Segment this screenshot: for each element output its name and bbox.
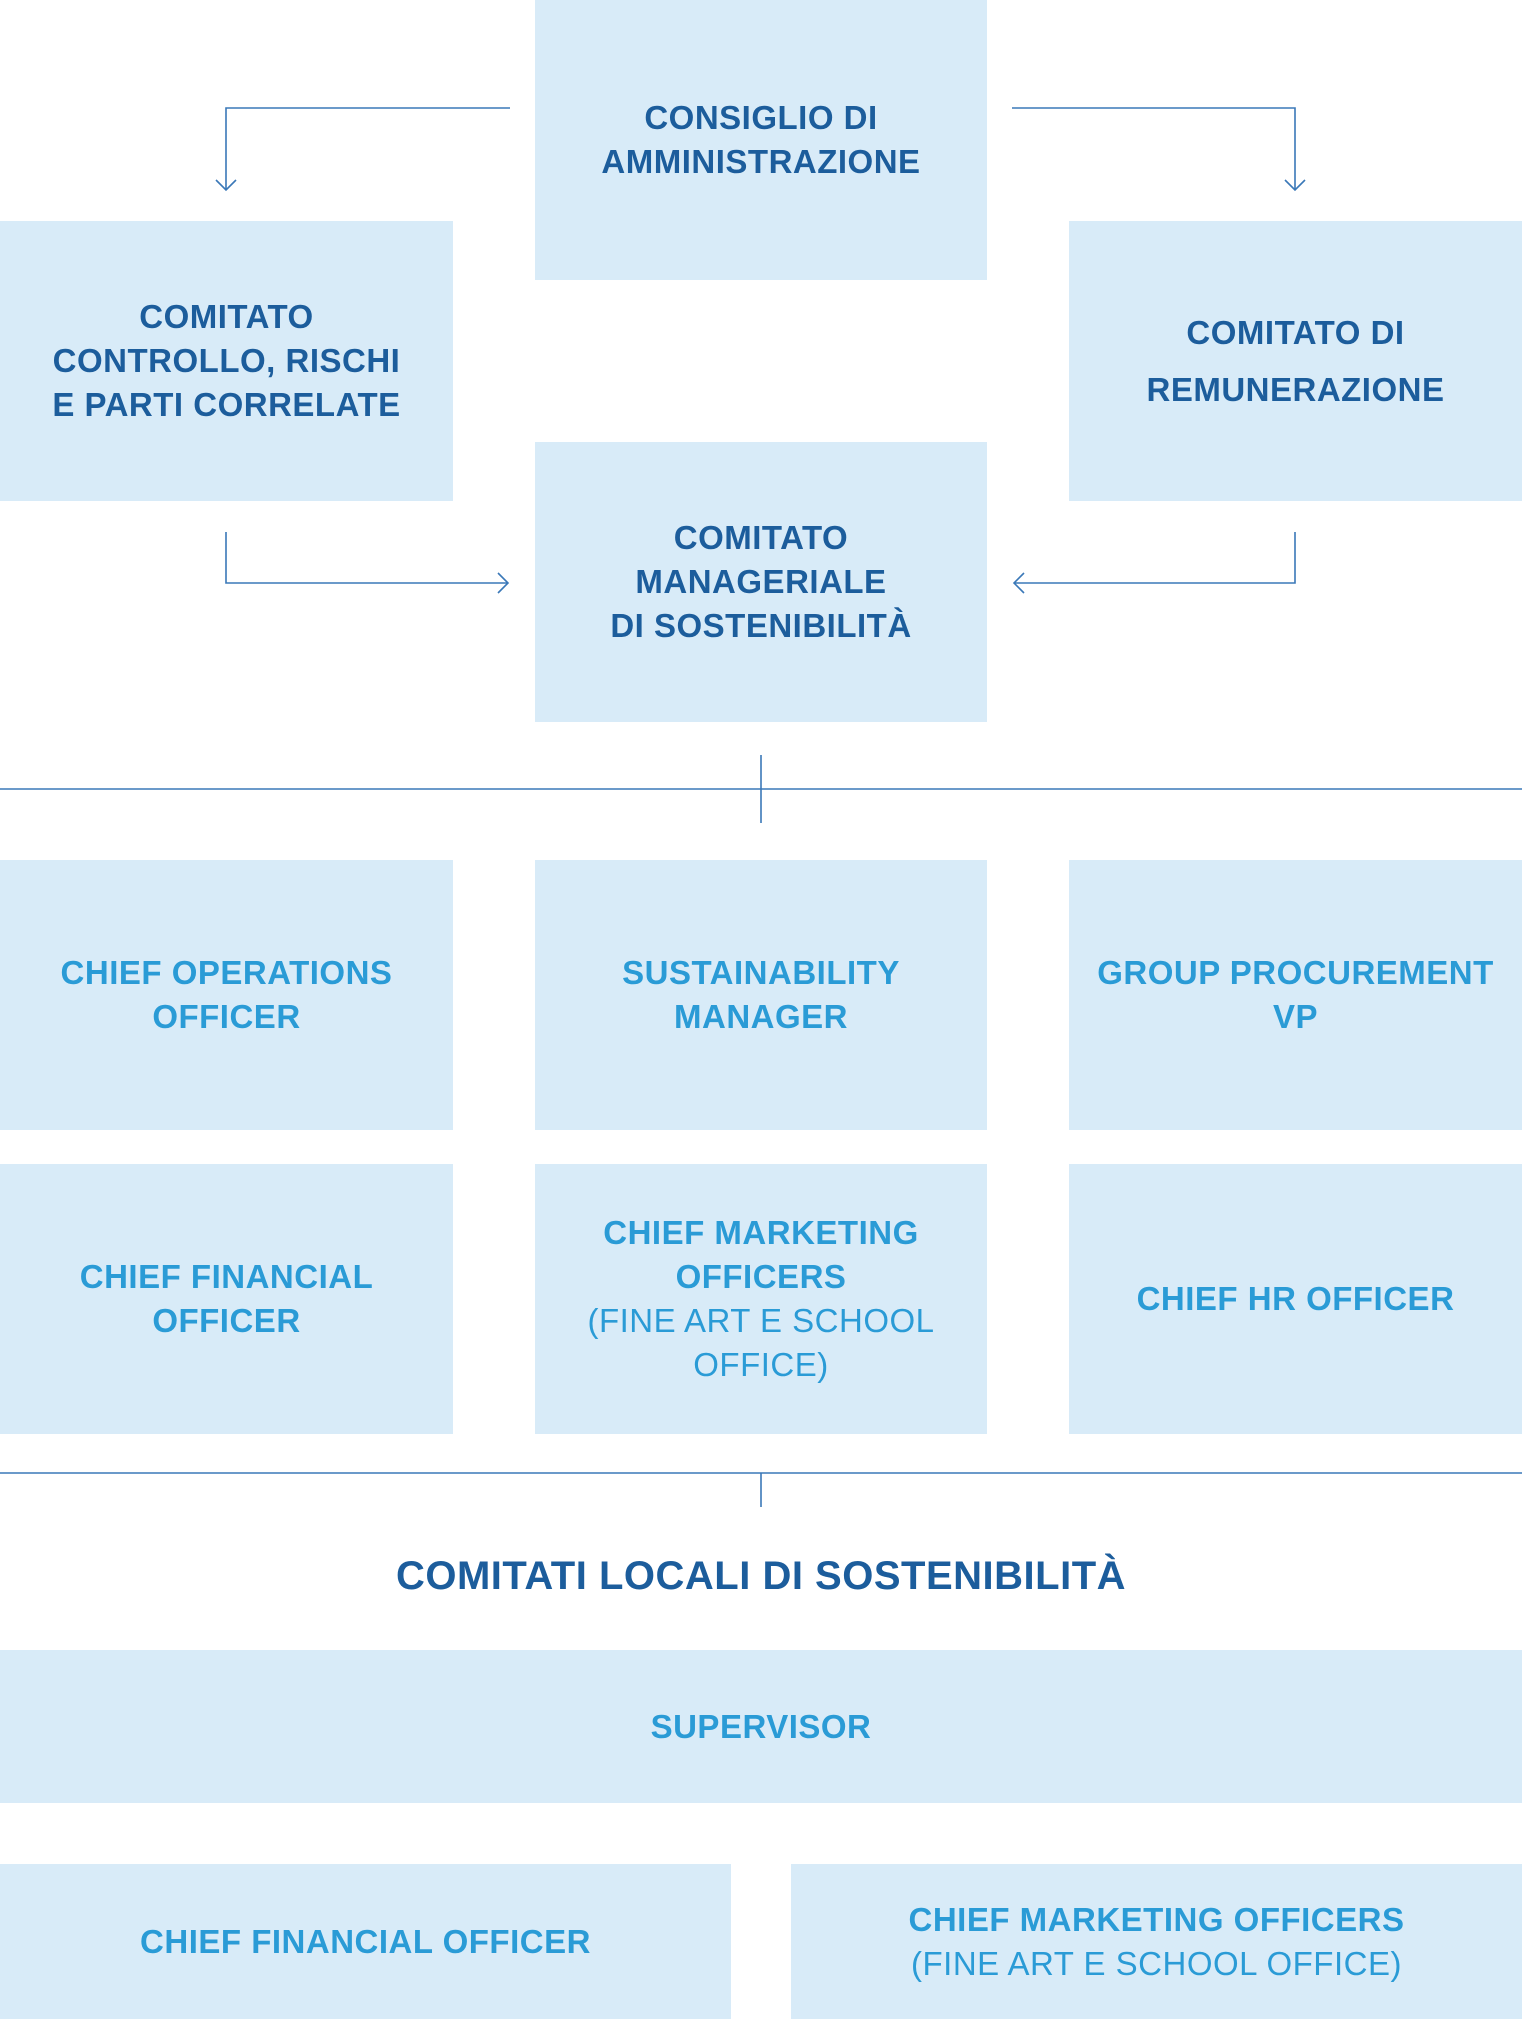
arrowhead-down-left	[215, 179, 237, 192]
local-cfo-box: CHIEF FINANCIAL OFFICER	[0, 1864, 731, 2019]
arrowhead-down-right	[1284, 179, 1306, 192]
local-cmo-label: CHIEF MARKETING OFFICERS	[908, 1900, 1405, 1938]
member-cfo-line-2: OFFICER	[152, 1302, 301, 1339]
control-committee-line-3: E PARTI CORRELATE	[52, 386, 401, 423]
local-committees-heading: COMITATI LOCALI DI SOSTENIBILITÀ	[395, 1554, 1127, 1598]
arrow-control-to-sustainability	[225, 532, 508, 584]
sustainability-line-2: MANAGERIALE	[635, 563, 887, 600]
member-cmo-line-2: OFFICERS	[675, 1258, 847, 1295]
sustainability-committee-box: COMITATO MANAGERIALE DI SOSTENIBILITÀ	[535, 442, 987, 722]
arrowhead-right	[497, 572, 510, 594]
member-hr-line-1: CHIEF HR OFFICER	[1136, 1280, 1455, 1317]
member-sm-line-1: SUSTAINABILITY	[622, 954, 900, 991]
arrowhead-left	[1012, 572, 1025, 594]
member-cmo-line-1: CHIEF MARKETING	[603, 1214, 919, 1251]
member-cmo-sub-2: OFFICE)	[693, 1346, 829, 1383]
member-box-sustainability-manager: SUSTAINABILITY MANAGER	[535, 860, 987, 1130]
local-cmo-box: CHIEF MARKETING OFFICERS (FINE ART E SCH…	[791, 1864, 1522, 2019]
arrow-board-to-remuneration	[1012, 107, 1296, 190]
control-committee-line-2: CONTROLLO, RISCHI	[52, 342, 401, 379]
remuneration-line-1: COMITATO DI	[1186, 314, 1405, 351]
board-label: CONSIGLIO DI AMMINISTRAZIONE	[601, 99, 921, 180]
member-coo-line-2: OFFICER	[152, 998, 301, 1035]
sustainability-line-3: DI SOSTENIBILITÀ	[610, 607, 912, 644]
supervisor-box: SUPERVISOR	[0, 1650, 1522, 1803]
member-proc-line-2: VP	[1272, 998, 1319, 1035]
remuneration-committee-box: COMITATO DI REMUNERAZIONE	[1069, 221, 1522, 501]
member-box-cmo: CHIEF MARKETING OFFICERS (FINE ART E SCH…	[535, 1164, 987, 1434]
member-cmo-sub-1: (FINE ART E SCHOOL	[587, 1302, 935, 1339]
sustainability-line-1: COMITATO	[673, 519, 849, 556]
member-coo-line-1: CHIEF OPERATIONS	[60, 954, 393, 991]
supervisor-label: SUPERVISOR	[650, 1707, 872, 1745]
member-box-cfo: CHIEF FINANCIAL OFFICER	[0, 1164, 453, 1434]
member-box-coo: CHIEF OPERATIONS OFFICER	[0, 860, 453, 1130]
local-cfo-label: CHIEF FINANCIAL OFFICER	[140, 1922, 591, 1960]
member-cfo-line-1: CHIEF FINANCIAL	[79, 1258, 374, 1295]
control-committee-line-1: COMITATO	[139, 298, 314, 335]
board-box: CONSIGLIO DI AMMINISTRAZIONE	[535, 0, 987, 280]
member-sm-line-2: MANAGER	[674, 998, 848, 1035]
local-cmo-sub: (FINE ART E SCHOOL OFFICE)	[911, 1944, 1402, 1982]
member-proc-line-1: GROUP PROCUREMENT	[1097, 954, 1494, 991]
member-box-hr: CHIEF HR OFFICER	[1069, 1164, 1522, 1434]
arrow-remuneration-to-sustainability	[1014, 532, 1296, 584]
arrow-board-to-control	[225, 107, 510, 190]
member-box-procurement: GROUP PROCUREMENT VP	[1069, 860, 1522, 1130]
control-committee-box: COMITATO CONTROLLO, RISCHI E PARTI CORRE…	[0, 221, 453, 501]
remuneration-line-2: REMUNERAZIONE	[1146, 371, 1445, 408]
